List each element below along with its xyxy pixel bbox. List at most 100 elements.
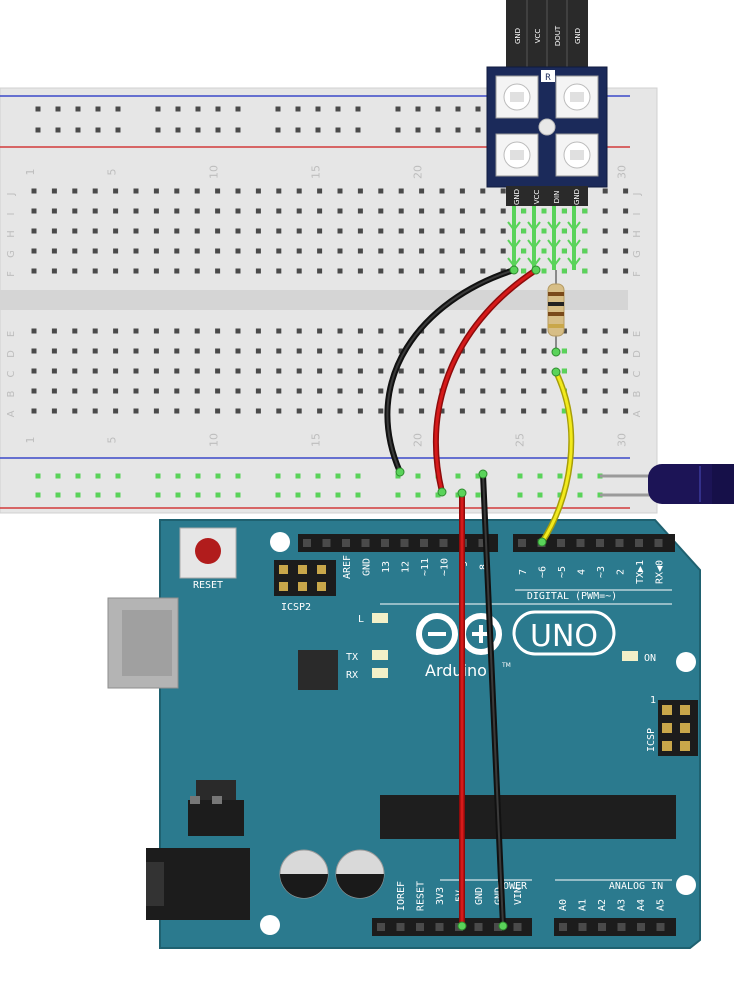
breadboard-hole: [557, 492, 563, 498]
power-pin-label: RESET: [416, 881, 427, 911]
breadboard-hole: [115, 492, 121, 498]
breadboard-hole: [378, 268, 384, 274]
header-pin: [615, 539, 624, 547]
breadboard-hole: [459, 228, 465, 234]
breadboard-hole: [155, 106, 161, 112]
breadboard-hole: [500, 188, 506, 194]
breadboard-column-number: 5: [106, 169, 119, 176]
breadboard-column-number: 10: [208, 165, 221, 179]
breadboard-column-number: 20: [412, 433, 425, 447]
breadboard-hole: [92, 408, 98, 414]
breadboard-hole: [521, 388, 527, 394]
breadboard-hole: [255, 408, 261, 414]
breadboard-hole: [582, 348, 588, 354]
breadboard-hole: [153, 368, 159, 374]
breadboard-hole: [378, 348, 384, 354]
breadboard-hole: [317, 388, 323, 394]
breadboard-hole: [459, 408, 465, 414]
breadboard-hole: [92, 328, 98, 334]
breadboard-hole: [415, 106, 421, 112]
breadboard-hole: [174, 228, 180, 234]
breadboard-hole: [133, 208, 139, 214]
breadboard-hole: [133, 328, 139, 334]
breadboard-hole: [296, 328, 302, 334]
breadboard-hole: [113, 328, 119, 334]
breadboard-hole: [295, 127, 301, 133]
breadboard-hole: [72, 268, 78, 274]
breadboard-hole: [215, 388, 221, 394]
breadboard-hole: [582, 408, 588, 414]
breadboard-hole: [521, 408, 527, 414]
breadboard-hole: [51, 348, 57, 354]
breadboard-hole: [419, 188, 425, 194]
breadboard-hole: [378, 228, 384, 234]
breadboard-hole: [75, 106, 81, 112]
breadboard-hole: [235, 127, 241, 133]
breadboard-row-letter: C: [632, 370, 643, 377]
breadboard-hole: [31, 368, 37, 374]
breadboard-hole: [475, 473, 481, 479]
breadboard-hole: [337, 188, 343, 194]
breadboard-hole: [72, 188, 78, 194]
breadboard-hole: [623, 368, 629, 374]
breadboard-hole-active: [521, 208, 527, 214]
breadboard-hole: [95, 473, 101, 479]
breadboard-hole: [623, 408, 629, 414]
breadboard-hole: [174, 348, 180, 354]
breadboard-hole: [255, 208, 261, 214]
breadboard-hole: [51, 368, 57, 374]
breadboard-hole: [51, 328, 57, 334]
breadboard-hole: [455, 473, 461, 479]
breadboard-hole: [623, 388, 629, 394]
breadboard-hole: [296, 228, 302, 234]
breadboard-hole: [480, 388, 486, 394]
breadboard-hole: [317, 328, 323, 334]
icsp2-pin: [298, 582, 307, 591]
breadboard-hole: [153, 408, 159, 414]
breadboard-hole: [415, 473, 421, 479]
breadboard-hole: [602, 388, 608, 394]
breadboard-hole: [72, 388, 78, 394]
header-pin: [420, 539, 428, 547]
breadboard-hole: [475, 492, 481, 498]
breadboard-hole: [113, 228, 119, 234]
digital-pin-label: 13: [381, 561, 392, 573]
breadboard-row-letter: A: [632, 410, 643, 417]
breadboard-hole: [459, 328, 465, 334]
breadboard-hole: [115, 127, 121, 133]
arduino-brand: Arduino: [425, 661, 487, 680]
breadboard-hole: [395, 106, 401, 112]
breadboard-row-letter: E: [6, 331, 17, 337]
breadboard-hole: [133, 408, 139, 414]
led-rx-label: RX: [346, 670, 358, 681]
breadboard-hole: [500, 408, 506, 414]
breadboard-hole: [155, 127, 161, 133]
breadboard-hole-active: [582, 248, 588, 254]
breadboard-hole: [355, 473, 361, 479]
analog-pin-label: A2: [597, 899, 608, 911]
breadboard-row-letter: H: [6, 230, 17, 238]
breadboard-hole: [276, 208, 282, 214]
breadboard-hole: [255, 348, 261, 354]
breadboard-hole: [194, 228, 200, 234]
breadboard-hole: [582, 388, 588, 394]
breadboard-hole-active: [582, 268, 588, 274]
digital-pin-label: ~5: [557, 566, 568, 578]
breadboard-hole: [415, 492, 421, 498]
breadboard-hole: [541, 328, 547, 334]
breadboard-hole: [317, 208, 323, 214]
breadboard-hole: [602, 248, 608, 254]
breadboard-hole: [395, 127, 401, 133]
breadboard-hole: [113, 268, 119, 274]
breadboard-hole: [439, 228, 445, 234]
breadboard-hole: [276, 408, 282, 414]
breadboard-hole: [480, 348, 486, 354]
breadboard-hole-active: [561, 368, 567, 374]
breadboard-hole: [521, 328, 527, 334]
breadboard-row-letter: I: [632, 213, 643, 216]
breadboard-hole: [153, 348, 159, 354]
icsp2-pin: [279, 582, 288, 591]
breadboard-hole: [602, 208, 608, 214]
breadboard-hole: [72, 248, 78, 254]
breadboard-hole: [215, 473, 221, 479]
